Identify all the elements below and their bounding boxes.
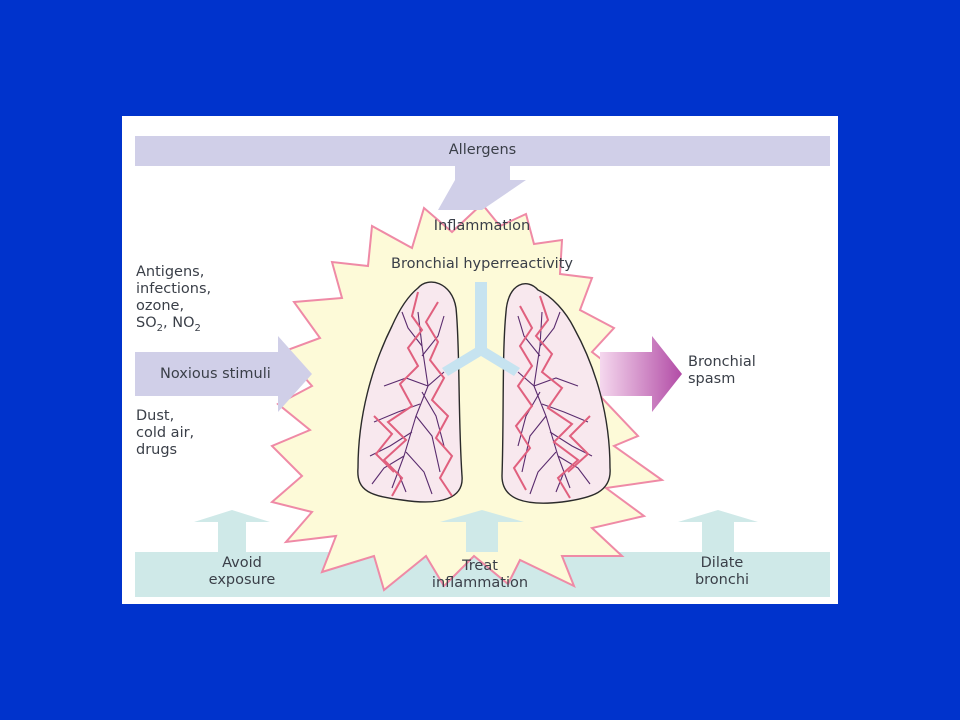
treat-inflammation-line-2: inflammation [431,575,529,591]
gas-no-subscript: 2 [194,322,201,334]
noxious-source-1: Antigens, [136,264,205,280]
diagram-graphics [135,136,830,597]
avoid-exposure-line-1: Avoid [222,555,262,571]
treat-inflammation-label: Treat inflammation [410,558,550,592]
avoid-exposure-arrow [194,510,270,552]
treat-inflammation-arrow [440,510,524,552]
asthma-diagram: Allergens Inflammation Bronchial hyperre… [122,116,838,604]
allergens-label: Allergens [448,142,517,158]
noxious-sources-top: Antigens, infections, ozone, SO2, NO2 [136,264,211,337]
dilate-bronchi-line-1: Dilate [700,555,744,571]
allergens-bar [135,136,830,166]
noxious-stimuli-label: Noxious stimuli [160,366,271,382]
noxious-source-3: ozone, [136,298,185,314]
gas-so-subscript: 2 [156,322,163,334]
avoid-exposure-label: Avoid exposure [182,555,302,589]
gas-no: , NO [163,315,195,331]
avoid-exposure-line-2: exposure [208,572,276,588]
dilate-bronchi-arrow [678,510,758,552]
noxious-source-gases: SO2, NO2 [136,315,211,337]
dilate-bronchi-line-2: bronchi [694,572,750,588]
bronchial-spasm-line-1: Bronchial [688,354,756,370]
noxious-source-4: Dust, [136,408,175,424]
inflamed-vessels [373,291,591,499]
noxious-sources-bottom: Dust, cold air, drugs [136,408,194,459]
treat-inflammation-line-1: Treat [462,558,498,574]
noxious-source-2: infections, [136,281,212,297]
gas-so: SO [136,315,157,331]
bronchial-hyperreactivity-label: Bronchial hyperreactivity [391,256,573,272]
trachea [442,282,520,376]
bronchial-spasm-line-2: spasm [688,371,736,387]
dilate-bronchi-label: Dilate bronchi [662,555,782,589]
bronchial-spasm-label: Bronchial spasm [688,354,756,388]
noxious-stimuli-arrow [135,336,312,412]
bronchial-spasm-arrow [600,336,682,412]
noxious-source-6: drugs [136,442,178,458]
inflammation-label: Inflammation [433,218,531,234]
allergens-arrow [438,166,526,210]
noxious-source-5: cold air, [136,425,195,441]
